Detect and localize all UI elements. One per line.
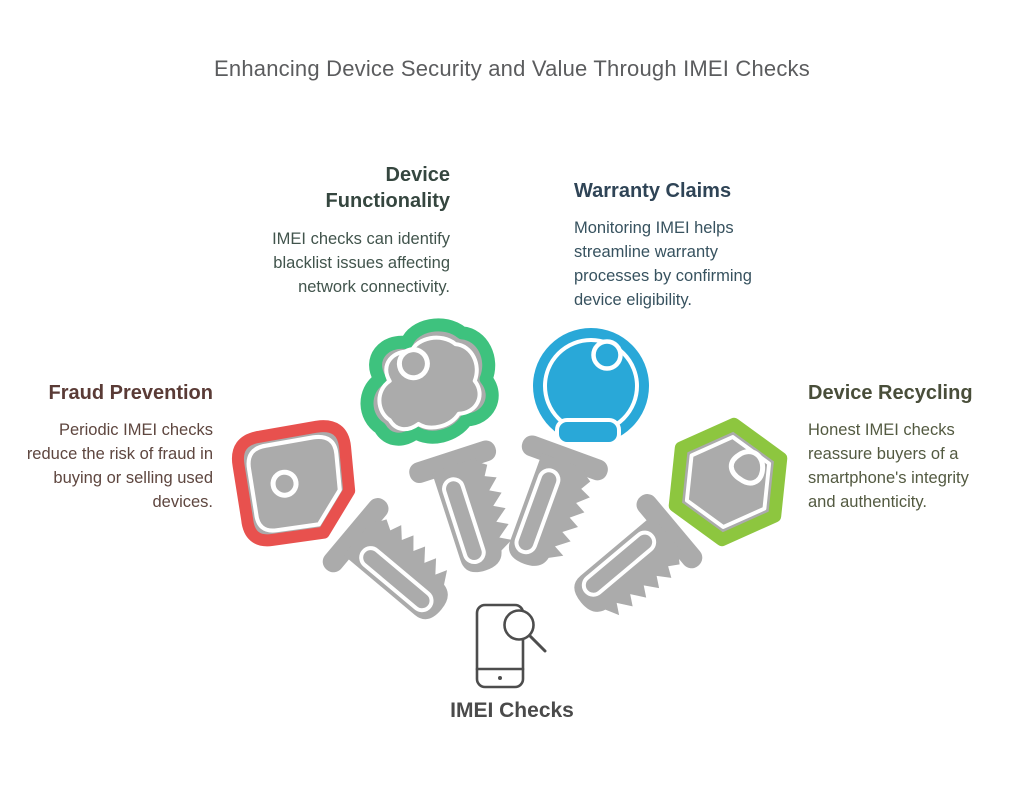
section-heading: Device Recycling [808, 382, 973, 404]
key-icon-device-recycling [551, 417, 788, 641]
section-warranty-claims: Warranty Claims Monitoring IMEI helps st… [574, 178, 772, 313]
section-heading: Fraud Prevention [48, 382, 213, 404]
section-device-recycling: Device Recycling Honest IMEI checks reas… [808, 380, 990, 515]
imei-checks-label: IMEI Checks [450, 699, 574, 722]
section-body: Honest IMEI checks reassure buyers of a … [808, 421, 969, 512]
key-head-rounded-square [231, 420, 356, 547]
key-hole [270, 469, 299, 498]
section-body: Monitoring IMEI helps streamline warrant… [574, 219, 752, 310]
section-fraud-prevention: Fraud Prevention Periodic IMEI checks re… [13, 380, 213, 515]
infographic-title: Enhancing Device Security and Value Thro… [214, 56, 810, 81]
key-icon-fraud-prevention [231, 420, 474, 645]
key-hole [728, 449, 766, 486]
key-notch [555, 418, 621, 446]
key-icon-device-functionality [360, 318, 533, 586]
section-body: Periodic IMEI checks reduce the risk of … [26, 421, 213, 512]
phone-magnifier-icon [475, 603, 547, 689]
section-heading: Device Functionality [325, 164, 450, 213]
section-device-functionality: Device Functionality IMEI checks can ide… [250, 162, 450, 300]
section-heading: Warranty Claims [574, 180, 732, 202]
key-hole [396, 347, 430, 381]
key-head-cloud [360, 318, 499, 446]
key-hole [591, 339, 623, 371]
section-body: IMEI checks can identify blacklist issue… [272, 229, 450, 296]
key-head-circle [533, 328, 649, 446]
key-head-hexagon [668, 417, 788, 547]
key-icon-warranty-claims [481, 328, 649, 582]
